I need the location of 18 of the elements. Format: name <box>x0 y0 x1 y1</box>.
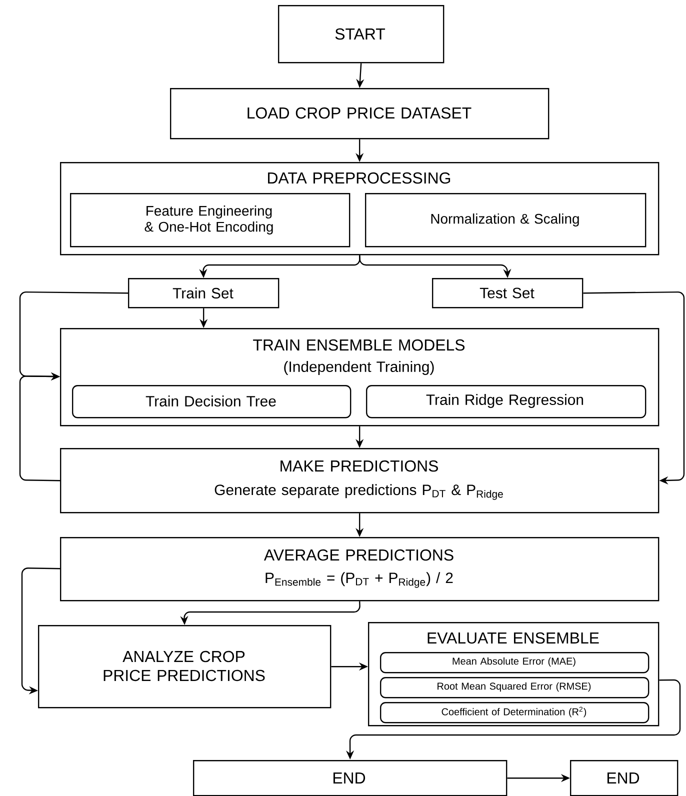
process-box: AVERAGE PREDICTIONS P$_{Ensemble}$ = (P$_{DT}$ + P$_{Ridge}$) / 2 <box>60 537 660 602</box>
process-box: MAKE PREDICTIONS Generate separate predictions P$_{DT}$ & P$_{Ridge}$ <box>60 448 660 514</box>
arrow <box>583 291 685 484</box>
process-box: Train Set <box>128 278 280 308</box>
process-box: Root Mean Squared Error (RMSE) <box>380 677 650 698</box>
process-box: Mean Absolute Error (MAE) <box>380 652 650 674</box>
process-box: START <box>278 5 444 64</box>
process-box: Feature Engineering & One-Hot Encoding <box>70 193 350 248</box>
process-box: END <box>570 760 678 796</box>
process-box: LOAD CROP PRICE DATASET <box>170 88 550 140</box>
process-box: Normalization & Scaling <box>365 193 646 248</box>
process-box: Coefficient of Determination (R$^{2}$) <box>380 702 650 724</box>
process-box: END <box>193 760 508 796</box>
process-box: Test Set <box>432 278 584 308</box>
process-box: ANALYZE CROP PRICE PREDICTIONS <box>38 625 332 708</box>
process-box: Train Ridge Regression <box>366 385 646 418</box>
arrow <box>19 372 60 482</box>
process-box: Train Decision Tree <box>72 385 352 418</box>
